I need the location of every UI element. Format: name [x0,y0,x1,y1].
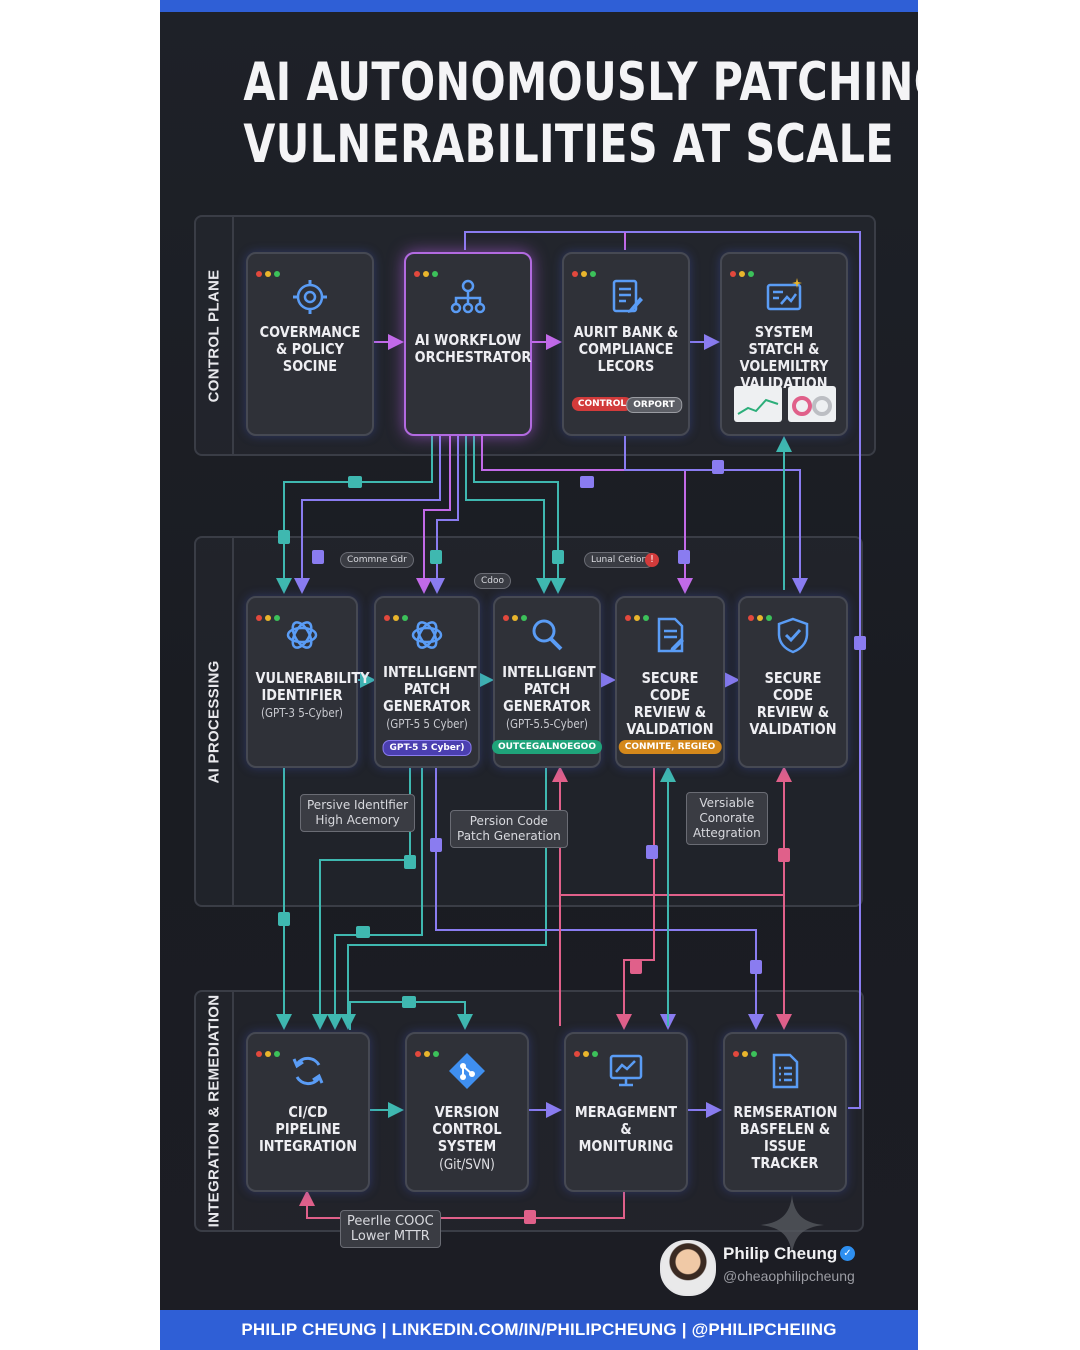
patch-generator-label: INTELLIGENT PATCH GENERATOR [383,663,477,715]
monitor-graph-icon [566,1052,686,1094]
report-pill: ORPORT [626,397,682,413]
secure-code-review-card-2[interactable]: SECURE CODE REVIEW & VALIDATION [738,596,848,768]
top-accent-bar [160,0,918,12]
title-line-1: AI AUTONOMOUSLY PATCHING [243,52,918,113]
window-dots [256,262,283,281]
secure-code-review-label: SECURE CODE REVIEW & VALIDATION [626,669,714,738]
window-dots [384,606,411,625]
model-name-text: (GPT-3 5-Cyber) [261,706,343,720]
common-tag: Commne Gdr [340,552,414,568]
orchestrator-label: AI WORKFLOW ORCHESTRATOR [414,331,532,366]
secure-code-review-card-1[interactable]: SECURE CODE REVIEW & VALIDATION CONMITE,… [615,596,725,768]
vulnerability-identifier-label: VULNERABILITY IDENTIFIER [255,669,370,704]
window-dots [572,262,599,281]
sparkle-icon [760,1195,824,1259]
governance-policy-card[interactable]: COVERMANCE & POLICY SOCINE [246,252,374,436]
governance-policy-label: COVERMANCE & POLICY SOCINE [259,323,361,375]
openai-knot-icon [248,616,356,658]
audit-compliance-label: AURIT BANK & COMPLIANCE LECORS [573,323,679,375]
window-dots [503,606,530,625]
workflow-hierarchy-icon [406,278,530,320]
sync-cycle-icon [248,1052,368,1094]
window-dots [625,606,652,625]
title-line-2: VULNERABILITIES AT SCALE [243,114,894,175]
author-badge: Philip Cheung ✓ @oheaophilipcheung [660,1236,890,1296]
gear-brain-icon [248,278,372,320]
mini-line-chart-thumbnail [734,386,782,422]
footer-credits: PHILIP CHEUNG | LINKEDIN.COM/IN/PHILIPCH… [160,1310,918,1350]
author-name: Philip Cheung [723,1244,838,1263]
model-name-text: (GPT-5.5-Cyber) [506,717,588,731]
ci-cd-label: CI/CD PIPELINE INTEGRATION [258,1103,358,1155]
management-monitoring-card[interactable]: MERAGEMENT & MONITURING [564,1032,688,1192]
remediation-issue-tracker-card[interactable]: REMSERATION BASFELEN & ISSUE TRACKER [723,1032,847,1192]
avatar [660,1240,716,1296]
window-dots [414,262,441,281]
model-name-text: (GPT-5 5 Cyber) [386,717,468,731]
window-dots [574,1042,601,1061]
window-dots [733,1042,760,1061]
intelligent-patch-generator-card-1[interactable]: INTELLIGENT PATCH GENERATOR (GPT-5 5 Cyb… [374,596,480,768]
window-dots [256,606,283,625]
audit-compliance-card[interactable]: AURIT BANK & COMPLIANCE LECORS CONTROL O… [562,252,690,436]
shield-check-icon [740,616,846,658]
code-document-icon [617,616,723,658]
management-monitoring-label: MERAGEMENT & MONITURING [574,1103,678,1155]
window-dots [730,262,757,281]
document-edit-icon [564,278,688,320]
ci-cd-pipeline-card[interactable]: CI/CD PIPELINE INTEGRATION [246,1032,370,1192]
ai-workflow-orchestrator-card[interactable]: AI WORKFLOW ORCHESTRATOR [404,252,532,436]
patch-generator-label: INTELLIGENT PATCH GENERATOR [502,663,596,715]
git-diamond-icon [407,1052,527,1094]
poster-title: AI AUTONOMOUSLY PATCHING VULNERABILITIES… [243,52,918,176]
remediation-tracker-label: REMSERATION BASFELEN & ISSUE TRACKER [733,1103,838,1172]
system-status-validation-card[interactable]: SYSTEM STATCH & VOLEMILTRY VALIDATION [720,252,848,436]
version-control-card[interactable]: VERSION CONTROL SYSTEM (Git/SVN) [405,1032,529,1192]
window-dots [415,1042,442,1061]
alert-badge-icon: ! [645,553,659,567]
tracker-document-icon [725,1052,845,1094]
lunal-tag: Lunal Cetion [584,552,655,568]
magnifier-icon [495,616,599,658]
window-dots [748,606,775,625]
window-dots [256,1042,283,1061]
cdoo-tag: Cdoo [474,573,512,589]
vcs-types-text: (Git/SVN) [439,1157,495,1173]
verified-check-icon: ✓ [840,1246,855,1261]
dashboard-chart-icon [722,278,846,320]
vulnerability-identifier-card[interactable]: VULNERABILITY IDENTIFIER (GPT-3 5-Cyber) [246,596,370,768]
model-pill: GPT-5 5 Cyber) [382,740,472,756]
secure-code-review-label: SECURE CODE REVIEW & VALIDATION [749,669,837,738]
mini-donut-chart-thumbnail [788,386,836,422]
control-pill: CONTROL [571,397,633,411]
openai-knot-icon [376,616,478,658]
version-control-label: VERSION CONTROL SYSTEM [432,1103,502,1155]
status-pill: OUTCEGALNOEGOO [492,740,602,754]
status-pill: CONMITE, REGIEO [618,740,722,754]
intelligent-patch-generator-card-2[interactable]: INTELLIGENT PATCH GENERATOR (GPT-5.5-Cyb… [492,596,602,768]
infographic-poster: AI AUTONOMOUSLY PATCHING VULNERABILITIES… [160,0,918,1350]
system-status-label: SYSTEM STATCH & VOLEMILTRY VALIDATION [739,323,829,392]
author-handle: @oheaophilipcheung [723,1268,855,1284]
